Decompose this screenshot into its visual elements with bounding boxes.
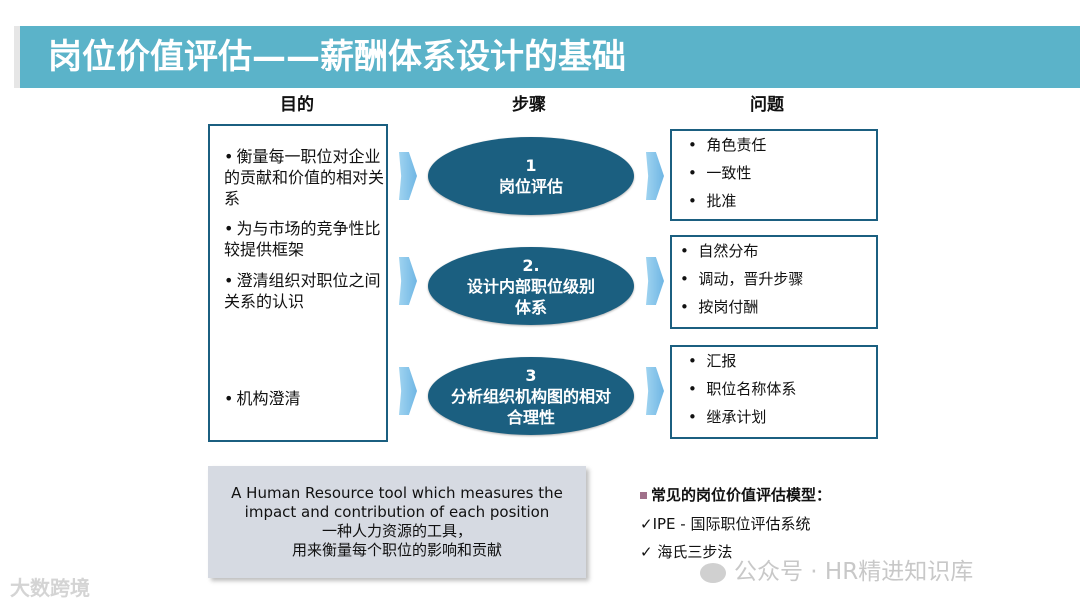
issue-item: • 汇报 bbox=[688, 352, 737, 370]
page-title: 岗位价值评估——薪酬体系设计的基础 bbox=[48, 37, 626, 77]
step-number: 3 bbox=[525, 365, 537, 385]
title-bar bbox=[20, 26, 1080, 88]
step-label: 分析组织机构图的相对合理性 bbox=[450, 386, 611, 427]
header-purpose: 目的 bbox=[280, 95, 314, 115]
arrow-right-icon bbox=[646, 152, 664, 200]
models-title: 常见的岗位价值评估模型： bbox=[640, 484, 831, 505]
issue-item: • 批准 bbox=[688, 192, 737, 210]
step-label: 设计内部职位级别体系 bbox=[466, 276, 595, 317]
issue-item: • 职位名称体系 bbox=[688, 380, 797, 398]
header-issues: 问题 bbox=[750, 95, 784, 115]
purpose-item: •澄清组织对职位之间关系的认识 bbox=[224, 271, 381, 311]
arrow-right-icon bbox=[399, 257, 417, 305]
arrow-right-icon bbox=[399, 367, 417, 415]
arrow-right-icon bbox=[399, 152, 417, 200]
model-item: ✓ 海氏三步法 bbox=[640, 543, 733, 561]
purpose-item: •衡量每一职位对企业的贡献和价值的相对关系 bbox=[224, 147, 385, 208]
step-1: 1 岗位评估 bbox=[428, 137, 634, 215]
purpose-item: •为与市场的竞争性比较提供框架 bbox=[224, 219, 381, 259]
issue-item: • 调动，晋升步骤 bbox=[680, 270, 804, 288]
summary-en-line: A Human Resource tool which measures the bbox=[231, 484, 563, 502]
purpose-box: •衡量每一职位对企业的贡献和价值的相对关系 •为与市场的竞争性比较提供框架 •澄… bbox=[208, 124, 388, 442]
model-item: ✓IPE - 国际职位评估系统 bbox=[640, 515, 811, 533]
issue-item: • 角色责任 bbox=[688, 136, 767, 154]
summary-en-line: impact and contribution of each position bbox=[244, 503, 550, 521]
summary-box: A Human Resource tool which measures the… bbox=[208, 466, 586, 578]
watermark-left: 大数跨境 bbox=[10, 576, 90, 600]
issue-box-2: • 自然分布 • 调动，晋升步骤 • 按岗付酬 bbox=[670, 235, 878, 329]
arrow-right-icon bbox=[646, 257, 664, 305]
purpose-item: •机构澄清 bbox=[224, 389, 301, 408]
summary-zh-line: 一种人力资源的工具， bbox=[321, 522, 472, 540]
header-steps: 步骤 bbox=[512, 95, 546, 115]
step-number: 2. bbox=[522, 255, 540, 275]
arrow-right-icon bbox=[646, 367, 664, 415]
summary-zh-line: 用来衡量每个职位的影响和贡献 bbox=[291, 541, 502, 559]
step-label: 岗位评估 bbox=[498, 177, 563, 196]
square-bullet-icon bbox=[640, 492, 647, 499]
issue-box-3: • 汇报 • 职位名称体系 • 继承计划 bbox=[670, 345, 878, 439]
watermark-right: 公众号 · HR精进知识库 bbox=[700, 552, 973, 586]
step-2: 2. 设计内部职位级别体系 bbox=[428, 247, 634, 325]
wechat-icon bbox=[700, 562, 726, 583]
step-number: 1 bbox=[525, 156, 537, 175]
issue-item: • 自然分布 bbox=[680, 242, 759, 260]
issue-item: • 继承计划 bbox=[688, 408, 767, 426]
issue-item: • 按岗付酬 bbox=[680, 298, 759, 316]
issue-box-1: • 角色责任 • 一致性 • 批准 bbox=[670, 129, 878, 221]
issue-item: • 一致性 bbox=[688, 164, 752, 182]
step-3: 3 分析组织机构图的相对合理性 bbox=[428, 357, 634, 435]
